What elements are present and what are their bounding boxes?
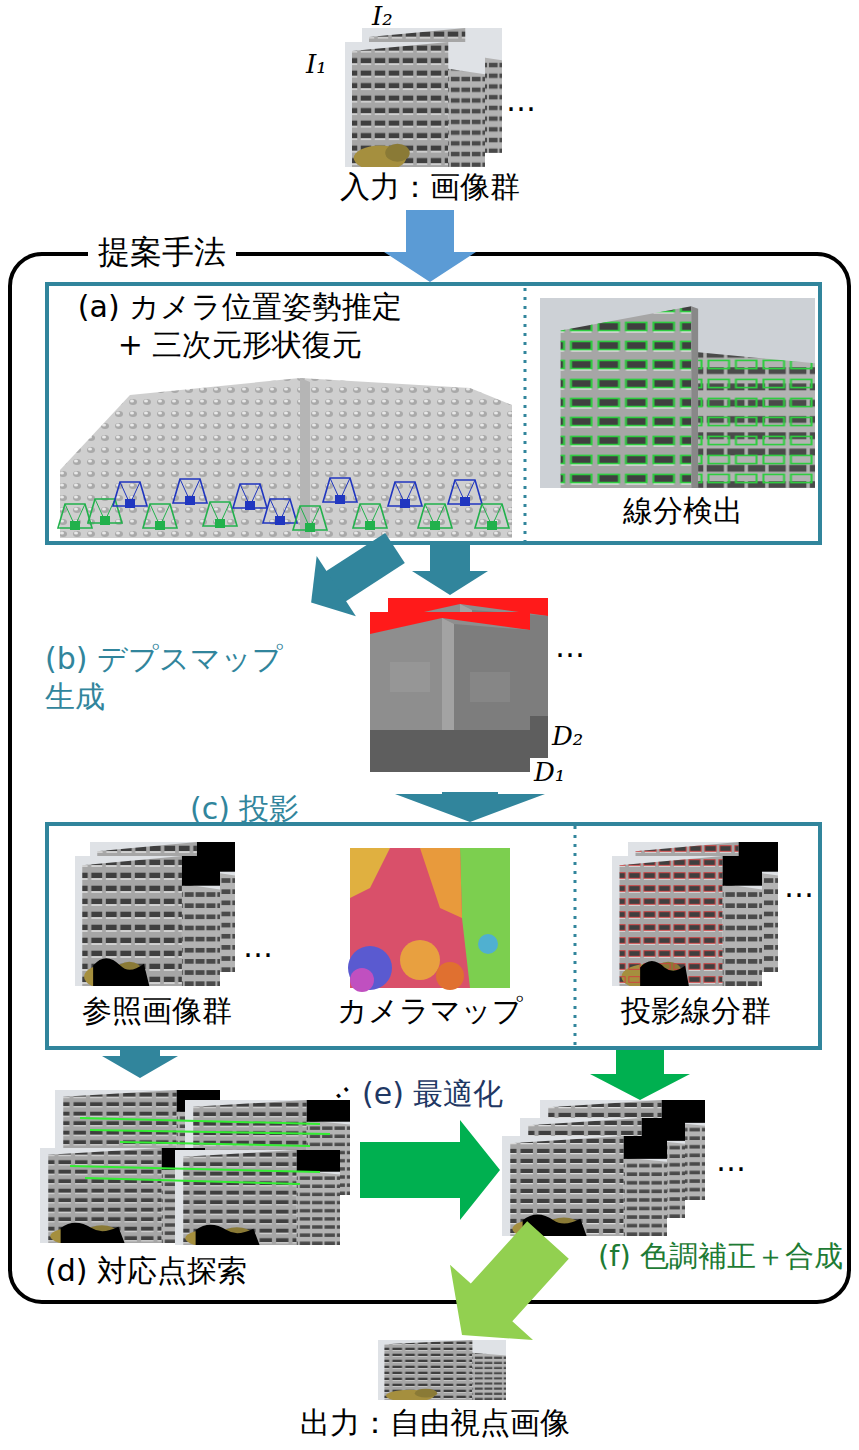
text-wrap: (b) デプスマップ 生成 [45,640,290,716]
image-label: I₁ [306,48,346,81]
text-wrap: I₁ [306,48,346,81]
edge-label: (b) デプスマップ 生成 [45,640,290,716]
edge-label: (f) 色調補正＋合成 [598,1238,856,1274]
caption: 入力：画像群 [300,168,560,206]
text-wrap: I₂ [372,0,412,33]
step-box: (a) カメラ位置姿勢推定 + 三次元形状復元線分検出 [45,282,822,545]
text-wrap: … [716,1142,748,1180]
block-arrow [384,210,476,282]
image-label: D₁ [534,756,570,789]
text-wrap: (a) カメラ位置姿勢推定 + 三次元形状復元 [70,288,410,364]
ellipsis: … [243,928,275,966]
frame-title: 提案手法 [88,232,236,272]
image-label: D₂ [552,720,588,753]
caption: 投影線分群 [598,992,793,1030]
step-caption: (d) 対応点探索 [45,1252,345,1290]
text-wrap: 参照画像群 [62,992,252,1030]
text-wrap: 投影線分群 [598,992,793,1030]
block-arrow [412,545,488,595]
text-wrap: (f) 色調補正＋合成 [598,1238,856,1274]
caption: 線分検出 [598,492,768,530]
ellipsis: … [506,82,546,120]
text-wrap: … [243,928,275,966]
caption: 出力：自由視点画像 [290,1404,580,1442]
edge-label: (c) 投影 [190,790,340,828]
image-label: I₂ [372,0,412,33]
correspondence-images: …(d) 対応点探索 [38,1078,360,1300]
block-arrow [102,1050,178,1078]
text-wrap: … [555,628,587,666]
text-wrap: D₁ [534,756,570,789]
ellipsis: … [784,868,816,906]
optimized-images: … [500,1100,755,1240]
ellipsis: … [555,628,587,666]
text-wrap: 出力：自由視点画像 [290,1404,580,1442]
block-arrow [360,1120,500,1220]
text-wrap: (c) 投影 [190,790,340,828]
text-wrap: … [506,82,546,120]
ellipsis: … [716,1142,748,1180]
caption: カメラマップ [315,992,545,1030]
output-image: 出力：自由視点画像 [290,1335,580,1447]
text-wrap: カメラマップ [315,992,545,1030]
input-images: I₂ I₁ … 入力：画像群 [300,0,560,210]
text-wrap: (e) 最適化 [362,1075,532,1113]
text-wrap: 入力：画像群 [300,168,560,206]
block-arrow [395,792,545,822]
block-arrow [450,1221,569,1340]
step-title: (a) カメラ位置姿勢推定 + 三次元形状復元 [70,288,410,364]
text-wrap: D₂ [552,720,588,753]
text-wrap: 提案手法 [88,232,236,272]
caption: 参照画像群 [62,992,252,1030]
text-wrap: … [318,1070,350,1108]
text-wrap: (d) 対応点探索 [45,1252,345,1290]
ellipsis: … [310,1064,359,1114]
edge-label: (e) 最適化 [362,1075,532,1113]
text-wrap: 線分検出 [598,492,768,530]
text-wrap: … [784,868,816,906]
block-arrow [590,1050,690,1100]
step-box: … 参照画像群 カメラマップ … 投影線分群 [45,822,822,1050]
depth-maps: … D₂D₁ [360,595,595,792]
